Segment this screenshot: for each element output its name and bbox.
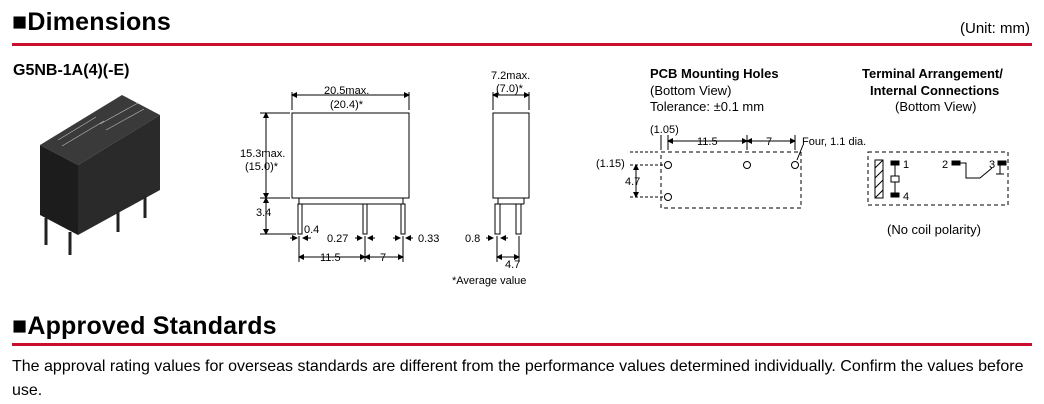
side-pitch-label: 4.7 xyxy=(505,259,520,271)
terminal-1-label: 1 xyxy=(903,159,909,171)
front-width-label: 20.5max. xyxy=(324,85,369,97)
section-title-dimensions: ■Dimensions xyxy=(12,8,172,36)
terminal-title-1: Terminal Arrangement/ xyxy=(862,66,1003,81)
pcb-offset-x-label: (1.05) xyxy=(650,124,679,136)
front-pin-length-label: 3.4 xyxy=(256,207,271,219)
terminal-diagram xyxy=(867,151,1009,206)
front-span2-label: 7 xyxy=(380,252,386,264)
pcb-span1-label: 11.5 xyxy=(697,136,718,148)
side-width-label: 7.2max. xyxy=(491,70,530,82)
front-height-avg-label: (15.0)* xyxy=(245,161,279,173)
relay-3d-illustration xyxy=(40,95,160,255)
side-view-drawing xyxy=(486,92,530,262)
pcb-holes-note: Four, 1.1 dia. xyxy=(802,136,866,148)
side-width-avg-label: (7.0)* xyxy=(496,83,524,95)
unit-label: (Unit: mm) xyxy=(960,20,1030,37)
terminal-title-2: Internal Connections xyxy=(870,83,999,98)
front-pin-t2-label: 0.33 xyxy=(418,233,439,245)
pcb-span2-label: 7 xyxy=(766,136,772,148)
terminal-2-label: 2 xyxy=(942,159,948,171)
pcb-holes-tolerance: Tolerance: ±0.1 mm xyxy=(650,99,764,114)
section-rule xyxy=(12,43,1032,46)
section-title-approved-standards: ■Approved Standards xyxy=(12,312,277,340)
average-value-footnote: *Average value xyxy=(452,275,526,287)
terminal-4-label: 4 xyxy=(903,191,909,203)
coil-polarity-note: (No coil polarity) xyxy=(887,222,981,237)
pcb-holes-drawing xyxy=(630,135,804,209)
front-width-avg-label: (20.4)* xyxy=(330,99,364,111)
approval-note: The approval rating values for overseas … xyxy=(12,358,1024,399)
pcb-holes-view: (Bottom View) xyxy=(650,83,731,98)
front-height-label: 15.3max. xyxy=(240,148,285,160)
terminal-view: (Bottom View) xyxy=(895,99,976,114)
pcb-offset-y-label: (1.15) xyxy=(596,158,625,170)
model-name: G5NB-1A(4)(-E) xyxy=(13,62,130,79)
side-pin-width-label: 0.8 xyxy=(465,233,480,245)
pcb-holes-title: PCB Mounting Holes xyxy=(650,66,779,81)
terminal-3-label: 3 xyxy=(989,159,995,171)
front-pin-t1-label: 0.27 xyxy=(327,233,348,245)
front-view-drawing xyxy=(260,92,413,262)
pcb-pitch-label: 4.7 xyxy=(625,176,640,188)
front-span1-label: 11.5 xyxy=(320,252,341,264)
front-pin-width-label: 0.4 xyxy=(304,224,319,236)
section-rule xyxy=(12,343,1032,346)
